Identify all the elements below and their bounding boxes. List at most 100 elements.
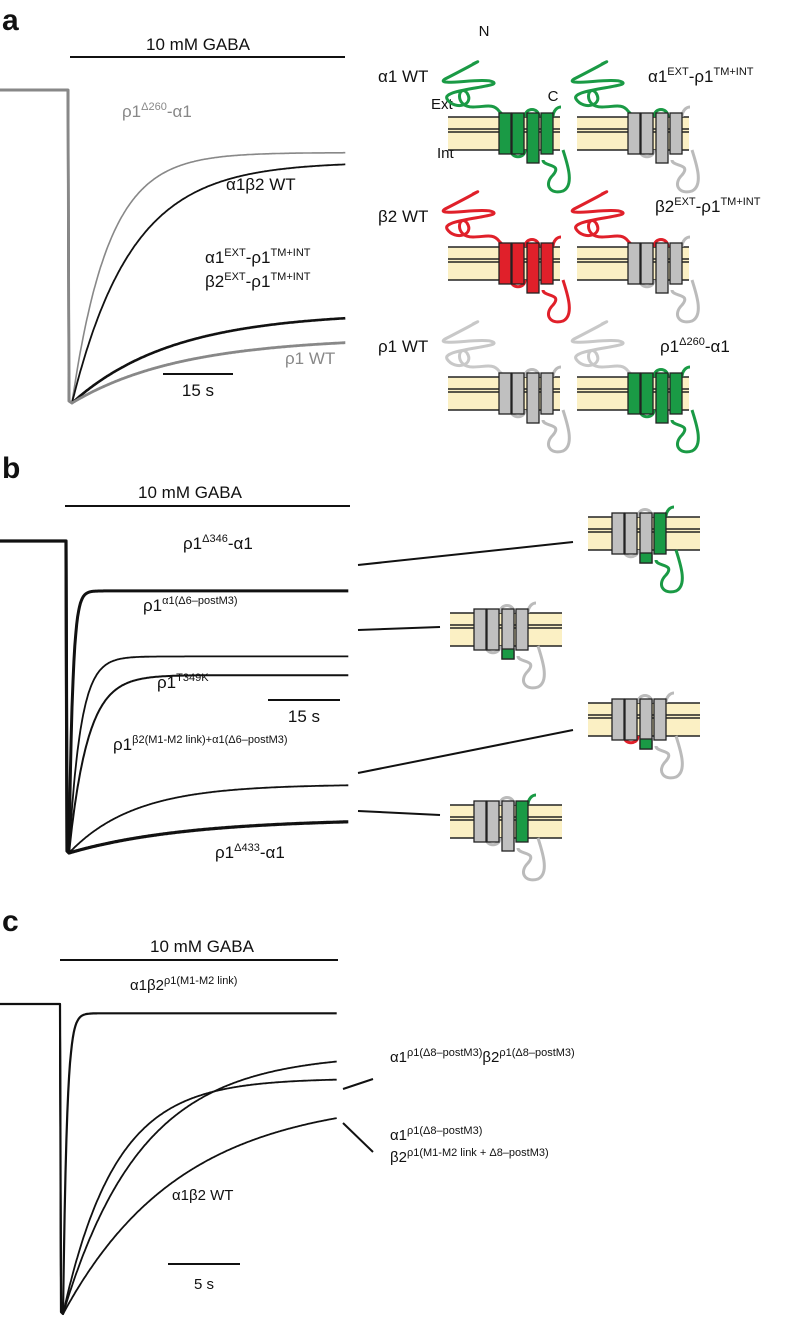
tm-helix-m1 [498, 242, 512, 285]
tm-helix-m1 [611, 512, 625, 555]
trace-label-d8-both: α1ρ1(Δ8–postM3)β2ρ1(Δ8–postM3) [390, 1047, 575, 1066]
intracellular-loop [670, 149, 700, 194]
c-terminus [551, 365, 562, 378]
tm-helix-m3 [655, 372, 669, 424]
c-terminus [526, 793, 537, 806]
trace-label-d346: ρ1Δ346-α1 [183, 533, 253, 553]
intracellular-loop [654, 735, 684, 780]
tm-helix-m1 [498, 112, 512, 155]
trace-a-0 [0, 89, 346, 404]
c-terminus [526, 601, 537, 614]
scale-label-c: 5 s [194, 1276, 214, 1293]
trace-b-3 [0, 540, 349, 854]
c-terminus [664, 691, 675, 704]
tm-helix-m1 [473, 800, 487, 843]
tm-helix-m2 [486, 800, 500, 843]
panel-letter-a: a [2, 4, 19, 37]
traces-c [0, 1002, 337, 1316]
intracellular-loop [541, 409, 571, 454]
intracellular-loop [654, 549, 684, 594]
topology-a1-wt [441, 60, 571, 194]
c-terminus [680, 365, 691, 378]
trace-label-d8-combo-line2: β2ρ1(M1-M2 link + Δ8–postM3) [390, 1147, 549, 1166]
topology-a1-chimera [570, 60, 700, 194]
connector-d8-both [342, 1078, 374, 1090]
topo-label-rho-d260: ρ1Δ260-α1 [660, 336, 730, 356]
topology-rho-d260 [570, 320, 700, 454]
topology-diagrams-b [450, 505, 700, 882]
trace-label-wt-c: α1β2 WT [172, 1187, 233, 1204]
trace-b-4 [0, 539, 349, 855]
panel-c: c 10 mM GABA α1β2ρ1(M1-M2 link) α1ρ1(Δ8–… [0, 905, 575, 1316]
gaba-label-a: 10 mM GABA [146, 35, 251, 54]
trace-label-a1d6: ρ1α1(Δ6–postM3) [143, 595, 238, 615]
tm-helix-m3 [655, 112, 669, 164]
topology-diagrams-a [441, 60, 700, 454]
gaba-label-c: 10 mM GABA [150, 937, 255, 956]
extracellular-domain [441, 60, 507, 119]
tm-helix-m2 [511, 242, 525, 285]
trace-label-a1-chimera: α1EXT-ρ1TM+INT [205, 247, 311, 267]
trace-b-2 [0, 540, 349, 854]
topo-label-a1-chimera: α1EXT-ρ1TM+INT [648, 66, 754, 86]
trace-c-1 [0, 1003, 337, 1315]
topology-rho-wt [441, 320, 571, 454]
tm-helix-m4 [540, 242, 554, 285]
m3-tip [639, 552, 653, 564]
c-terminus [551, 105, 562, 118]
trace-label-d8-combo-line1: α1ρ1(Δ8–postM3) [390, 1125, 482, 1144]
topology-b2-chimera [570, 190, 700, 324]
tm-helix-m4 [653, 698, 667, 741]
trace-c-2 [0, 1003, 337, 1315]
traces-a [0, 88, 346, 405]
tm-helix-m3 [655, 242, 669, 294]
intracellular-loop [670, 409, 700, 454]
trace-label-a1b2-wt: α1β2 WT [226, 175, 296, 194]
trace-a-1 [0, 89, 346, 404]
tm-helix-m4 [653, 512, 667, 555]
tm-helix-m4 [540, 372, 554, 415]
tm-helix-m3 [501, 800, 515, 852]
trace-c-0 [0, 1002, 337, 1316]
topology-rho-a1d6 [450, 601, 562, 690]
connector-d346 [357, 541, 574, 566]
tm-helix-m2 [640, 112, 654, 155]
tm-helix-m1 [498, 372, 512, 415]
trace-label-b2a1: ρ1β2(M1-M2 link)+α1(Δ6–postM3) [113, 734, 288, 754]
trace-label-m1m2: α1β2ρ1(M1-M2 link) [130, 975, 237, 994]
tm-helix-m2 [511, 372, 525, 415]
topology-rho-d346 [588, 505, 700, 594]
scale-label-a: 15 s [182, 381, 214, 400]
tm-helix-m4 [669, 372, 683, 415]
topo-label-b2-chimera: β2EXT-ρ1TM+INT [655, 196, 761, 216]
topo-label-b2-wt: β2 WT [378, 207, 428, 226]
trace-label-t349k: ρ1T349K [157, 672, 209, 692]
tm-helix-m2 [624, 512, 638, 555]
ext-label: Ext [431, 96, 454, 113]
tm-helix-m3 [526, 372, 540, 424]
tm-helix-m4 [669, 112, 683, 155]
extracellular-domain [441, 320, 507, 379]
extracellular-domain [570, 60, 636, 119]
intracellular-loop [541, 279, 571, 324]
trace-b-1 [0, 540, 349, 854]
tm-helix-m1 [473, 608, 487, 651]
panel-b: b 10 mM GABA ρ1Δ346-α1 ρ1α1(Δ6–postM3) ρ… [0, 452, 700, 882]
topo-label-a1-wt: α1 WT [378, 67, 428, 86]
tm-helix-m1 [627, 112, 641, 155]
tm-helix-m2 [640, 242, 654, 285]
topology-b2-wt [441, 190, 571, 324]
tm-helix-m3 [526, 112, 540, 164]
tm-helix-m4 [515, 800, 529, 843]
tm-helix-m3 [526, 242, 540, 294]
trace-label-rho-d260: ρ1Δ260-α1 [122, 101, 192, 121]
topology-rho-b2a1 [588, 691, 700, 780]
tm-helix-m4 [669, 242, 683, 285]
tm-helix-m1 [627, 372, 641, 415]
connector-d433 [357, 810, 441, 816]
trace-a-3 [0, 88, 346, 405]
tm-helix-m4 [540, 112, 554, 155]
panel-letter-c: c [2, 905, 19, 938]
intracellular-loop [670, 279, 700, 324]
